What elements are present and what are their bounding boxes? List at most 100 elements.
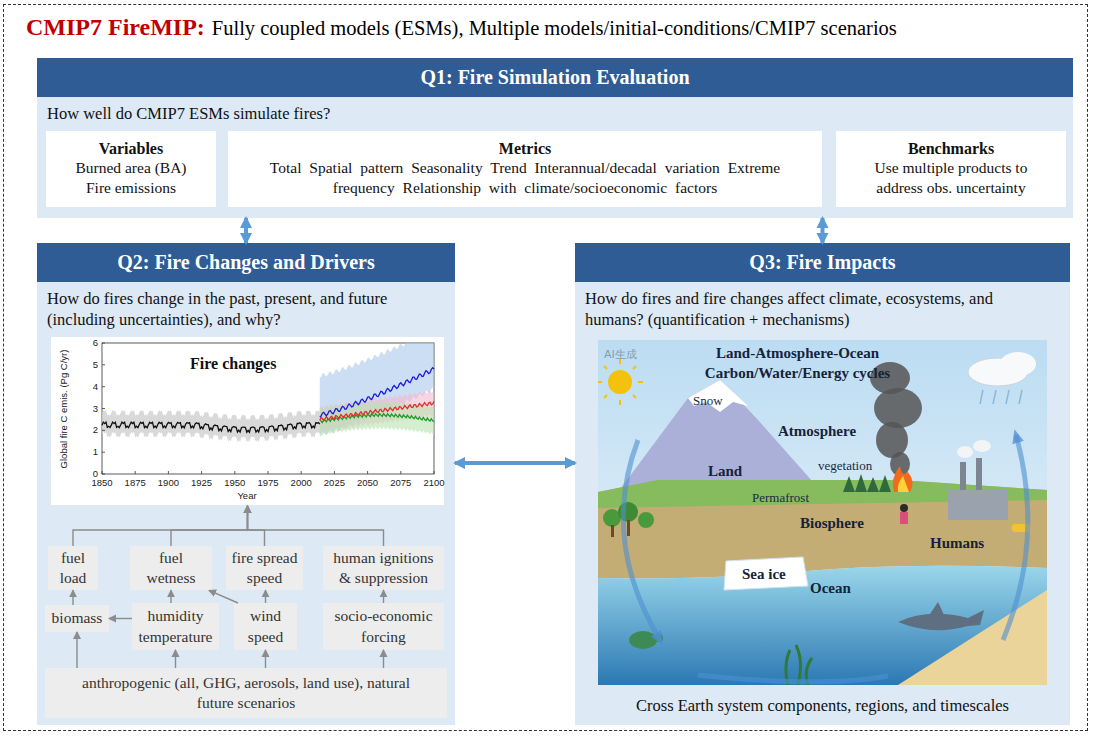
uncertainty-band: [320, 401, 434, 436]
subtitle: Fully coupled models (ESMs), Multiple mo…: [212, 17, 897, 39]
person-part: [900, 504, 908, 512]
panel-arrow: [455, 461, 575, 465]
circulation-arrows-part: [1003, 435, 1028, 640]
rain-cloud-part: [980, 390, 1022, 404]
rain-cloud-part: [1000, 352, 1036, 376]
illustration-label: Biosphere: [800, 515, 864, 532]
diagram-title: CMIP7 FireMIP:: [26, 14, 205, 40]
box-text: humidity temperature: [136, 606, 215, 646]
axis-label: 3: [78, 403, 98, 415]
illustration-label: Ocean: [810, 580, 851, 597]
box-text: Total Spatial pattern Seasonality Trend …: [260, 158, 790, 198]
fire-part: [893, 466, 913, 492]
forest: [603, 474, 891, 537]
panel-footer: Cross Earth system components, regions, …: [575, 696, 1070, 716]
driver-box: human ignitions & suppression: [323, 546, 444, 590]
title-line: CMIP7 FireMIP: Fully coupled models (ESMs…: [26, 14, 897, 41]
fire-part: [898, 476, 909, 492]
box-heading: Benchmarks: [908, 140, 994, 158]
historical-line: [102, 422, 320, 432]
box-text: fire spread speed: [230, 548, 299, 588]
driver-arrow: [109, 618, 132, 619]
forest-part: [855, 474, 867, 492]
illustration-label: Land-Atmosphere-Ocean Carbon/Water/Energ…: [690, 343, 905, 384]
person: [900, 504, 908, 524]
axis-label: 2100: [419, 477, 449, 489]
scenario-line: [320, 401, 434, 420]
shark-part: [930, 602, 944, 615]
axis-ticks-part: [102, 343, 105, 474]
axis-label: 1875: [120, 477, 150, 489]
driver-box: fuel load: [48, 546, 98, 590]
box-text: socio-economic forcing: [327, 606, 440, 646]
chart-box: Fire changes6543210185018751900192519501…: [51, 337, 444, 505]
uncertainty-band: [320, 343, 434, 437]
axis-label: 1: [78, 446, 98, 458]
sun-part: [608, 370, 632, 394]
driver-arrow: [209, 590, 238, 603]
question-text: How well do CMIP7 ESMs simulate fires?: [47, 103, 330, 124]
box-text: fuel wetness: [142, 548, 200, 588]
panel-heading: Q2: Fire Changes and Drivers: [117, 251, 374, 274]
sun-part: [598, 359, 643, 405]
axis-label: Year: [227, 490, 267, 502]
forest-part: [867, 477, 879, 492]
axis-ticks: [102, 343, 434, 474]
driver-arrow: [175, 650, 176, 668]
question-panel: Q1: Fire Simulation EvaluationHow well d…: [37, 58, 1073, 218]
box-text: Burned area (BA) Fire emissions: [66, 158, 196, 198]
box-text: anthropogenic (all, GHG, aerosols, land …: [65, 673, 427, 713]
driver-arrow: [73, 506, 248, 546]
ocean: [598, 566, 1047, 685]
driver-arrow: [265, 650, 266, 668]
mountain-part: [688, 380, 748, 412]
question-panel: Q3: Fire ImpactsHow do fires and fire ch…: [575, 243, 1070, 725]
panel-arrow: [821, 218, 825, 243]
axis-label: 2050: [353, 477, 383, 489]
beach: [898, 590, 1047, 685]
axis-label: 1975: [253, 477, 283, 489]
smoke-part: [876, 422, 908, 458]
driver-arrow: [248, 506, 265, 546]
driver-arrow: [265, 590, 266, 603]
driver-arrow: [171, 506, 248, 546]
panel-arrow: [244, 218, 248, 243]
driver-arrow: [383, 590, 384, 603]
illustration-label: Snow: [693, 393, 723, 409]
circulation-arrows-part: [623, 440, 660, 640]
axis-label: 1925: [187, 477, 217, 489]
scenario-line: [320, 414, 434, 423]
illustration-label: Sea ice: [742, 566, 786, 583]
header-bar: Q3: Fire Impacts: [575, 243, 1070, 282]
box-text: fuel load: [52, 548, 94, 588]
factory-part: [948, 490, 1008, 520]
plot-frame: [102, 343, 434, 474]
chart-title: Fire changes: [190, 355, 276, 373]
axis-label: 2075: [386, 477, 416, 489]
box-text: wind speed: [238, 606, 293, 646]
driver-box: fire spread speed: [226, 546, 303, 590]
info-box: VariablesBurned area (BA) Fire emissions: [46, 131, 216, 207]
forest-part: [843, 476, 855, 492]
shark: [898, 602, 984, 630]
illustration-label: Land: [708, 463, 742, 480]
axis-label: 1900: [153, 477, 183, 489]
box-heading: Variables: [99, 140, 163, 158]
question-text: How do fires change in the past, present…: [47, 288, 422, 331]
circulation-arrows-part: [698, 675, 888, 682]
header-bar: Q1: Fire Simulation Evaluation: [37, 58, 1073, 97]
info-box: MetricsTotal Spatial pattern Seasonality…: [228, 131, 822, 207]
illustration-label: Humans: [930, 535, 984, 552]
driver-arrow: [170, 590, 171, 603]
illustration-label: Atmosphere: [778, 423, 856, 440]
driver-arrow: [72, 590, 73, 605]
axis-label: 1950: [220, 477, 250, 489]
box-text: Use multiple products to address obs. un…: [861, 158, 1041, 198]
question-panel: Q2: Fire Changes and DriversHow do fires…: [37, 243, 455, 725]
axis-label: 5: [78, 359, 98, 371]
factory-part: [976, 458, 982, 490]
sun: [598, 359, 643, 405]
axis-label: 4: [78, 381, 98, 393]
forest-part: [627, 520, 630, 536]
person-part: [900, 512, 908, 524]
